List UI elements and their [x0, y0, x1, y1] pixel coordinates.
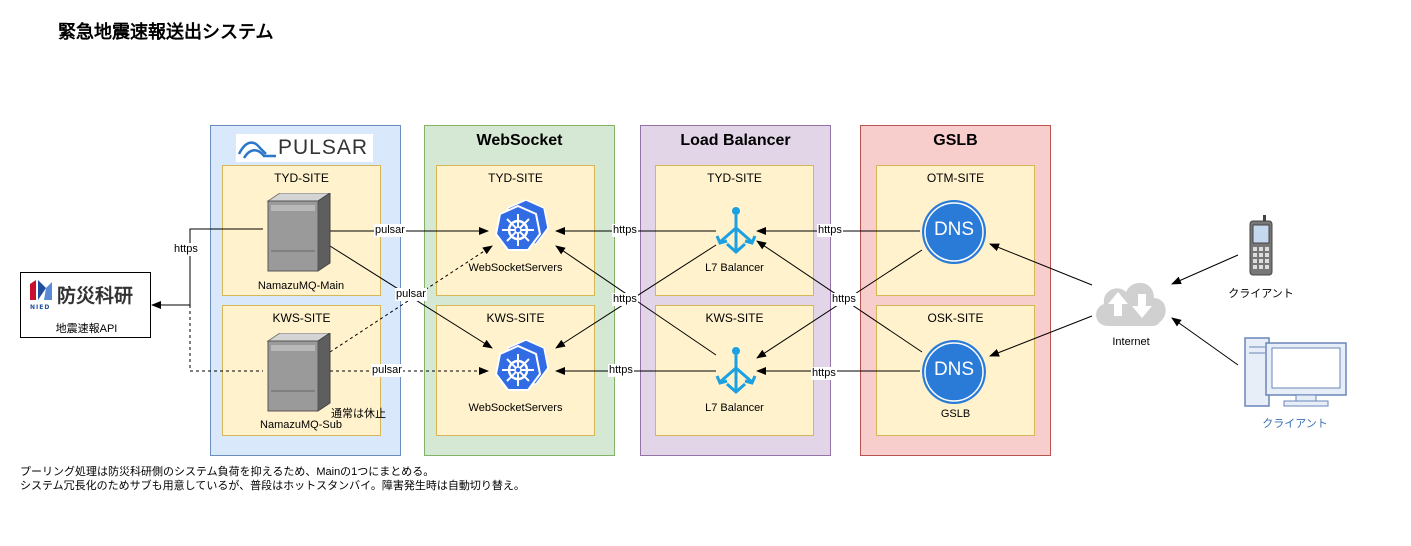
edge-nied-main — [151, 228, 263, 309]
edge-pc-internet — [1171, 317, 1239, 366]
kubernetes-kws-icon[interactable] — [490, 334, 556, 400]
edge-label-pulsar-sub: pulsar — [371, 364, 403, 377]
pulsar-wave-icon — [237, 141, 276, 159]
ws-tyd-label: TYD-SITE — [488, 171, 543, 185]
ws-tyd-server-label: WebSocketServers — [468, 262, 563, 274]
edge-label-pulsar-main: pulsar — [374, 224, 406, 237]
edge-label-https-nied: https — [173, 243, 199, 256]
server-main-icon[interactable] — [262, 192, 332, 277]
dns-osk-icon[interactable]: DNS — [921, 339, 987, 405]
dns-osk-text: DNS — [933, 359, 975, 380]
edge-label-https-lb-ws-kws: https — [608, 364, 634, 377]
gslb-node-label: GSLB — [940, 408, 971, 420]
lb-tyd-label: TYD-SITE — [707, 171, 762, 185]
desktop-pc-icon[interactable] — [1244, 337, 1350, 413]
server-sub-icon[interactable] — [262, 332, 332, 417]
l7-balancer-kws-icon[interactable] — [715, 346, 757, 400]
pulsar-logo-text: PULSAR — [278, 136, 369, 159]
edge-internet-dns-osk — [989, 315, 1093, 357]
edge-label-pulsar-cross: pulsar — [395, 288, 427, 301]
load-balancer-title: Load Balancer — [680, 132, 791, 149]
lb-kws-label: KWS-SITE — [705, 311, 764, 325]
gslb-otm-label: OTM-SITE — [926, 171, 985, 185]
mobile-client-label: クライアント — [1228, 288, 1294, 300]
edge-nied-sub — [189, 305, 263, 372]
internet-label: Internet — [1112, 336, 1150, 348]
internet-cloud-icon[interactable] — [1090, 270, 1172, 334]
edge-label-https-cross: https — [612, 293, 638, 306]
edge-label-https-dns-lb-kws: https — [811, 367, 837, 380]
gslb-title: GSLB — [933, 132, 978, 149]
ws-kws-server-label: WebSocketServers — [468, 402, 563, 414]
gslb-osk-label: OSK-SITE — [927, 311, 984, 325]
pulsar-kws-label: KWS-SITE — [272, 311, 331, 325]
edge-label-https-lb-ws-tyd: https — [612, 224, 638, 237]
nied-api-label: 地震速報API — [55, 323, 118, 335]
nied-sub-text: NIED — [30, 304, 51, 311]
websocket-title: WebSocket — [476, 132, 563, 149]
nied-logo-icon — [28, 278, 54, 308]
note-line-1: プーリング処理は防災科研側のシステム負荷を抑えるため、Mainの1つにまとめる。 — [20, 466, 435, 478]
nied-api-box[interactable]: NIED 防災科研 地震速報API — [20, 272, 151, 338]
nied-logo-text: 防災科研 — [57, 285, 134, 307]
mobile-phone-icon[interactable] — [1248, 215, 1274, 281]
dns-otm-icon[interactable]: DNS — [921, 199, 987, 265]
server-sub-label: NamazuMQ-Sub — [260, 419, 342, 431]
pulsar-logo: PULSAR — [236, 134, 373, 162]
lb-tyd-node-label: L7 Balancer — [705, 262, 764, 274]
edge-label-https-dns-cross: https — [831, 293, 857, 306]
edge-internet-dns-otm — [989, 243, 1093, 286]
dns-otm-text: DNS — [933, 219, 975, 240]
page-title: 緊急地震速報送出システム — [58, 22, 274, 43]
server-main-label: NamazuMQ-Main — [257, 280, 345, 292]
kubernetes-tyd-icon[interactable] — [490, 194, 556, 260]
note-line-2: システム冗長化のためサブも用意しているが、普段はホットスタンバイ。障害発生時は自… — [20, 480, 525, 492]
pc-client-label: クライアント — [1262, 418, 1328, 430]
pulsar-tyd-label: TYD-SITE — [274, 171, 329, 185]
edge-mobile-internet — [1171, 254, 1239, 285]
server-sub-note: 通常は休止 — [331, 408, 386, 420]
lb-kws-node-label: L7 Balancer — [705, 402, 764, 414]
l7-balancer-tyd-icon[interactable] — [715, 206, 757, 260]
edge-label-https-dns-lb-tyd: https — [817, 224, 843, 237]
ws-kws-label: KWS-SITE — [486, 311, 545, 325]
